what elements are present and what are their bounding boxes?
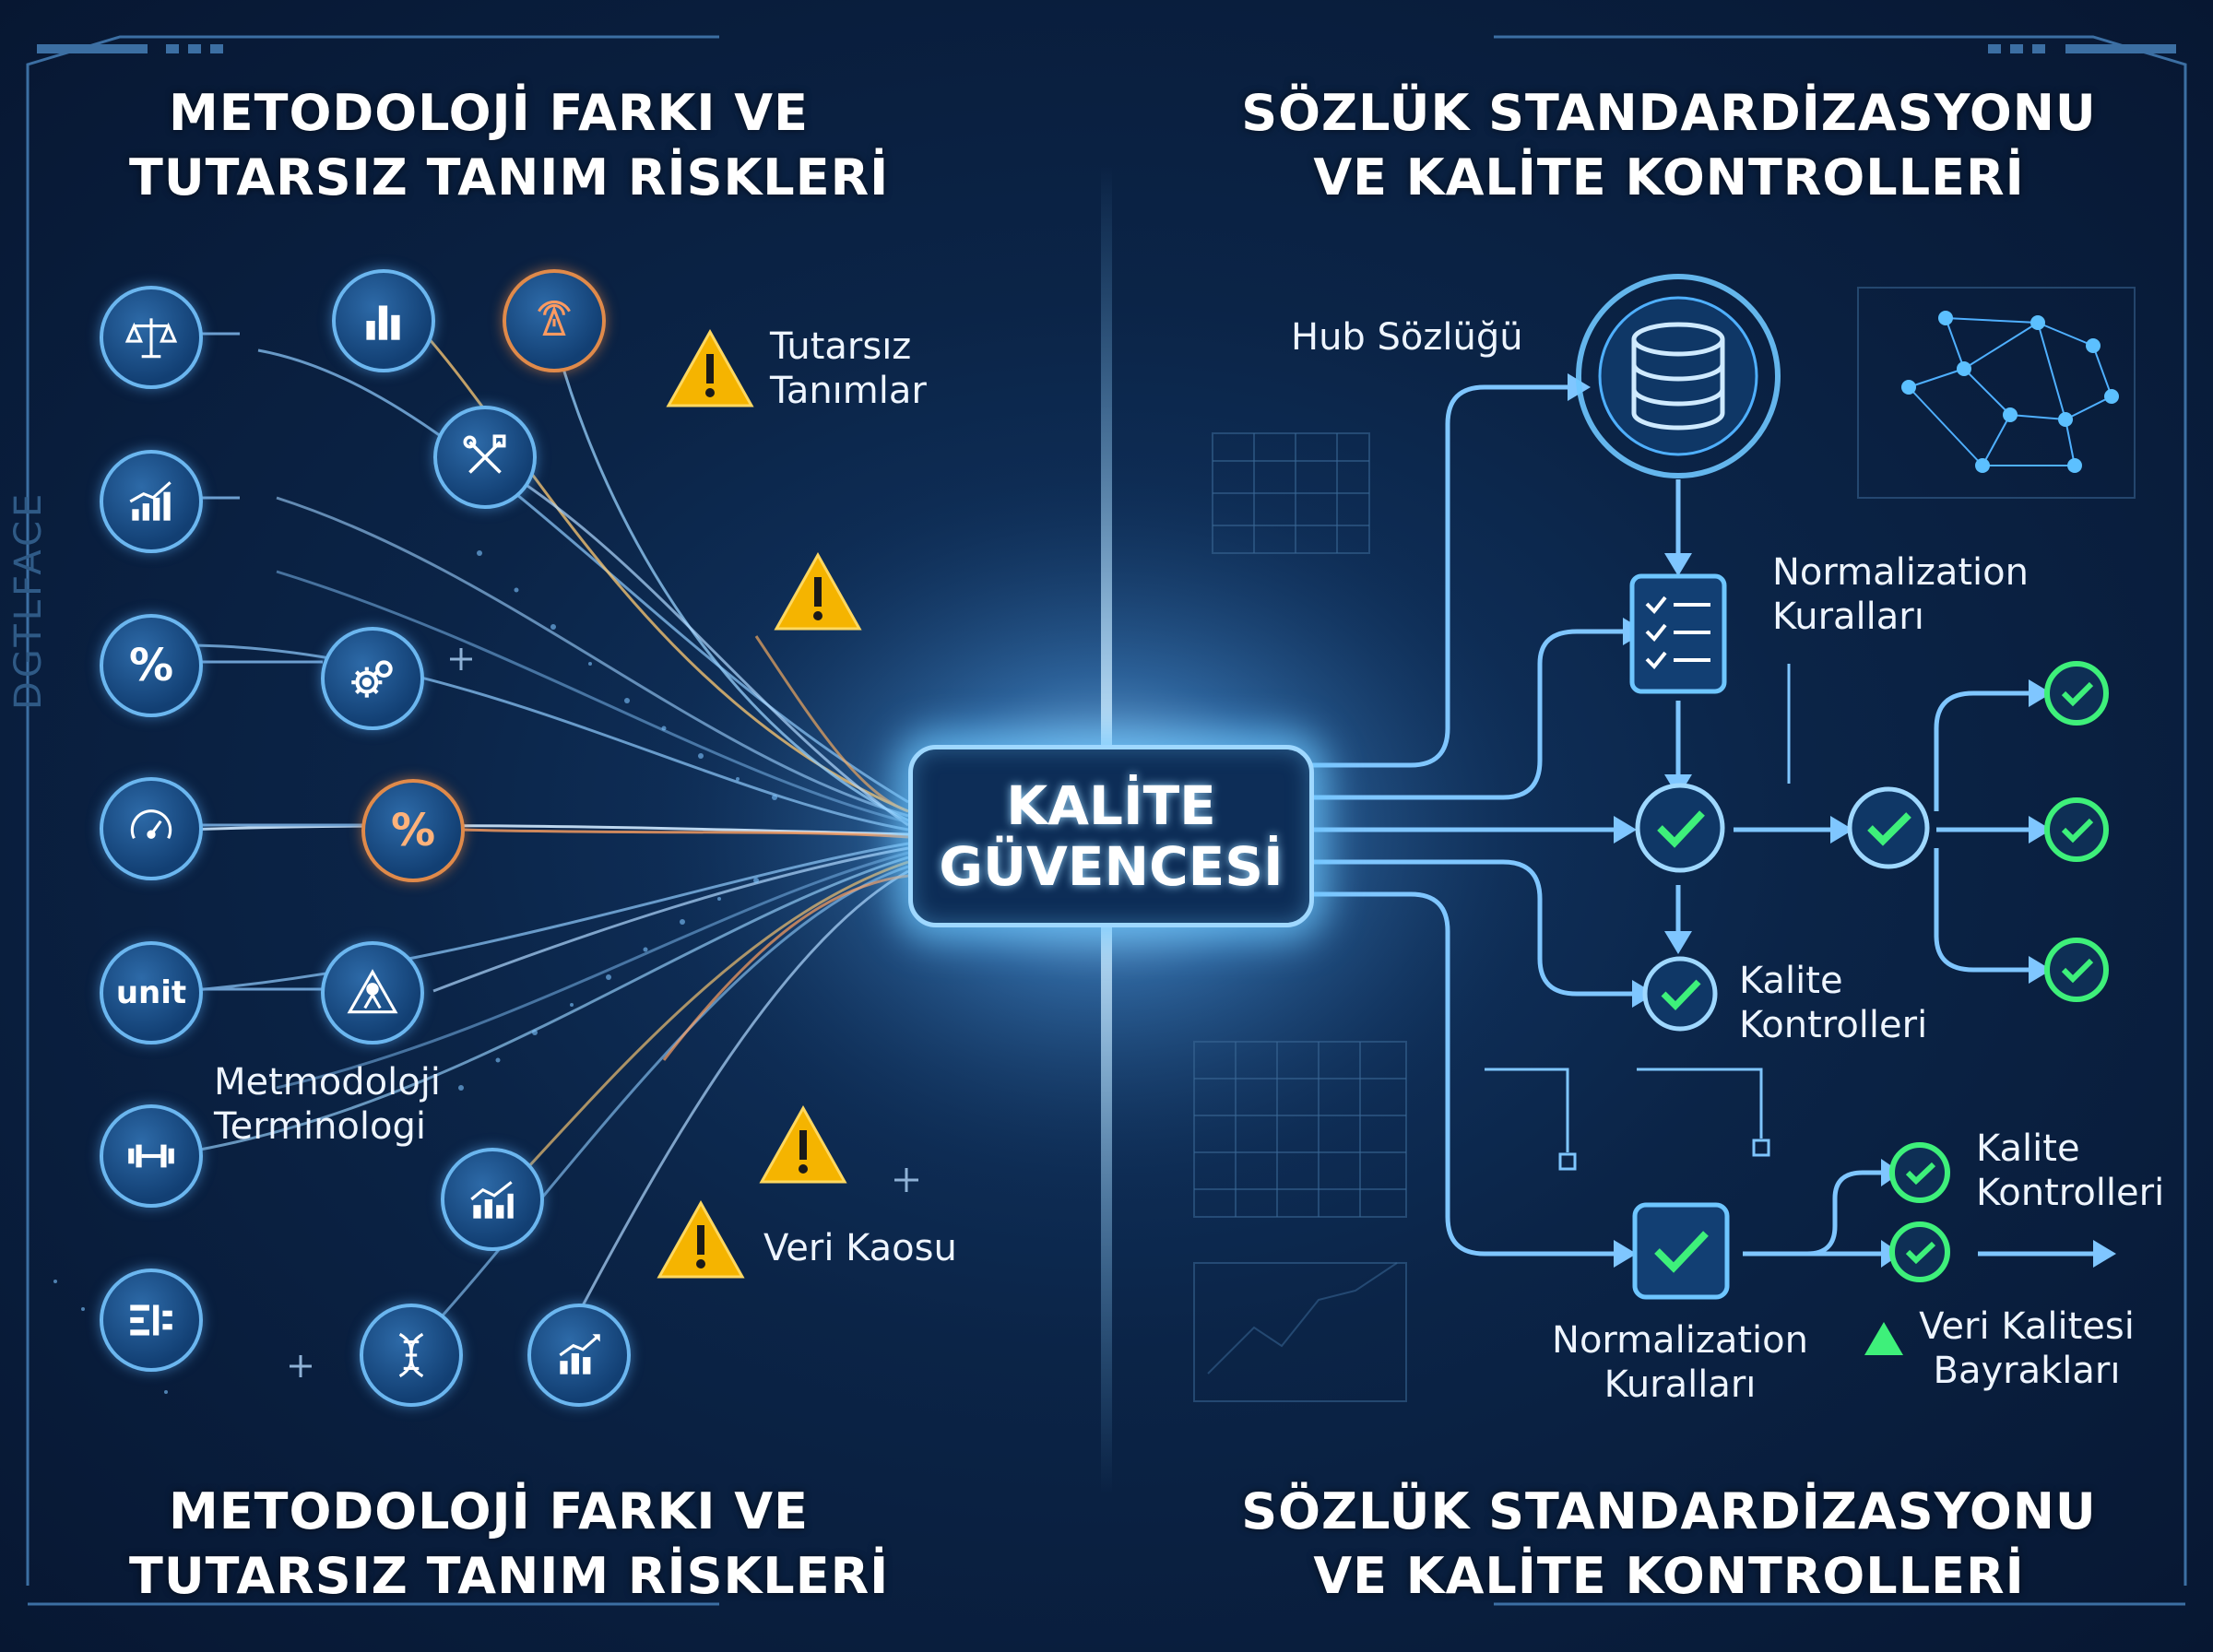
label-tutarsiz-tanimlar: Tutarsız Tanımlar [770,324,927,413]
side-watermark-text: DGTLFACE [7,490,50,710]
label-line: Kalite [1739,960,1843,1002]
label-line: Kontrolleri [1739,1004,1928,1046]
tools-icon [433,406,537,509]
particle-band [53,550,777,1394]
label-kalite-kontrolleri-2: Kalite Kontrolleri [1976,1127,2164,1215]
unit-glyph: unit [115,974,187,1011]
frame-stripes [37,44,2176,53]
label-veri-kaosu: Veri Kaosu [763,1227,957,1269]
label-veri-kalitesi-bayraklari: Veri Kalitesi Bayrakları [1916,1304,2137,1393]
center-line-1: KALİTE [1006,774,1216,837]
center-line-2: GÜVENCESİ [939,835,1284,898]
label-line: Kuralları [1772,596,1924,638]
label-line: Terminologi [214,1105,426,1148]
bar-chart-icon [332,269,435,372]
quality-assurance-box: KALİTE GÜVENCESİ [908,745,1314,927]
title-line: TUTARSIZ TANIM RİSKLERİ [129,148,890,206]
scales-icon [100,286,203,389]
chart-up-icon [527,1304,631,1407]
right-flow-lines [1305,384,2093,1257]
label-normalization-kurallari-1: Normalization Kuralları [1772,550,2029,639]
title-line: METODOLOJİ FARKI VE [169,1482,809,1540]
small-connector-boxes [1485,664,1791,1171]
title-line: VE KALİTE KONTROLLERİ [1313,148,2025,206]
label-normalization-kurallari-2: Normalization Kuralları [1542,1318,1818,1407]
label-line: Tanımlar [770,370,927,412]
title-line: METODOLOJİ FARKI VE [169,84,809,142]
hazard-worker-icon [321,941,424,1044]
left-flow-lines [183,312,909,1348]
label-line: Kalite [1976,1127,2080,1170]
network-graph [1908,317,2112,466]
label-line: Bayrakları [1933,1350,2121,1392]
label-line: Normalization [1552,1319,1808,1362]
growth-chart-icon [100,450,203,553]
label-line: Veri Kalitesi [1919,1305,2135,1348]
unit-icon: unit [100,941,203,1044]
title-bottom-right: SÖZLÜK STANDARDİZASYONU VE KALİTE KONTRO… [1226,1480,2112,1609]
label-line: Metmodoloji [214,1061,441,1103]
dumbbell-icon [100,1104,203,1208]
network-nodes [1901,311,2119,473]
label-line: Normalization [1772,551,2029,594]
faint-grid-panels [1193,287,2136,1402]
gauge-icon [100,777,203,880]
percent-glyph: % [390,805,436,856]
title-top-left: METODOLOJİ FARKI VE TUTARSIZ TANIM RİSKL… [129,81,890,210]
label-line: Tutarsız [770,325,912,368]
title-line: SÖZLÜK STANDARDİZASYONU [1241,1482,2097,1540]
title-bottom-left: METODOLOJİ FARKI VE TUTARSIZ TANIM RİSKL… [129,1480,890,1609]
label-metodoloji-terminologi: Metmodoloji Terminologi [214,1060,441,1149]
title-line: SÖZLÜK STANDARDİZASYONU [1241,84,2097,142]
percent-glyph: % [128,640,174,691]
label-kalite-kontrolleri-1: Kalite Kontrolleri [1739,959,1927,1047]
settings-panel-icon [100,1268,203,1372]
percent-icon: % [100,614,203,717]
left-icon-connectors [195,332,364,991]
label-line: Kontrolleri [1976,1172,2165,1214]
title-line: VE KALİTE KONTROLLERİ [1313,1547,2025,1605]
chart-icon [441,1148,544,1251]
antenna-warning-icon [503,269,606,372]
orange-percent-icon: % [361,779,465,882]
label-line: Kuralları [1604,1363,1757,1406]
dna-icon [360,1304,463,1407]
title-top-right: SÖZLÜK STANDARDİZASYONU VE KALİTE KONTRO… [1226,81,2112,210]
title-line: TUTARSIZ TANIM RİSKLERİ [129,1547,890,1605]
gears-icon [321,627,424,730]
label-hub-sozlugu: Hub Sözlüğü [1291,316,1523,359]
